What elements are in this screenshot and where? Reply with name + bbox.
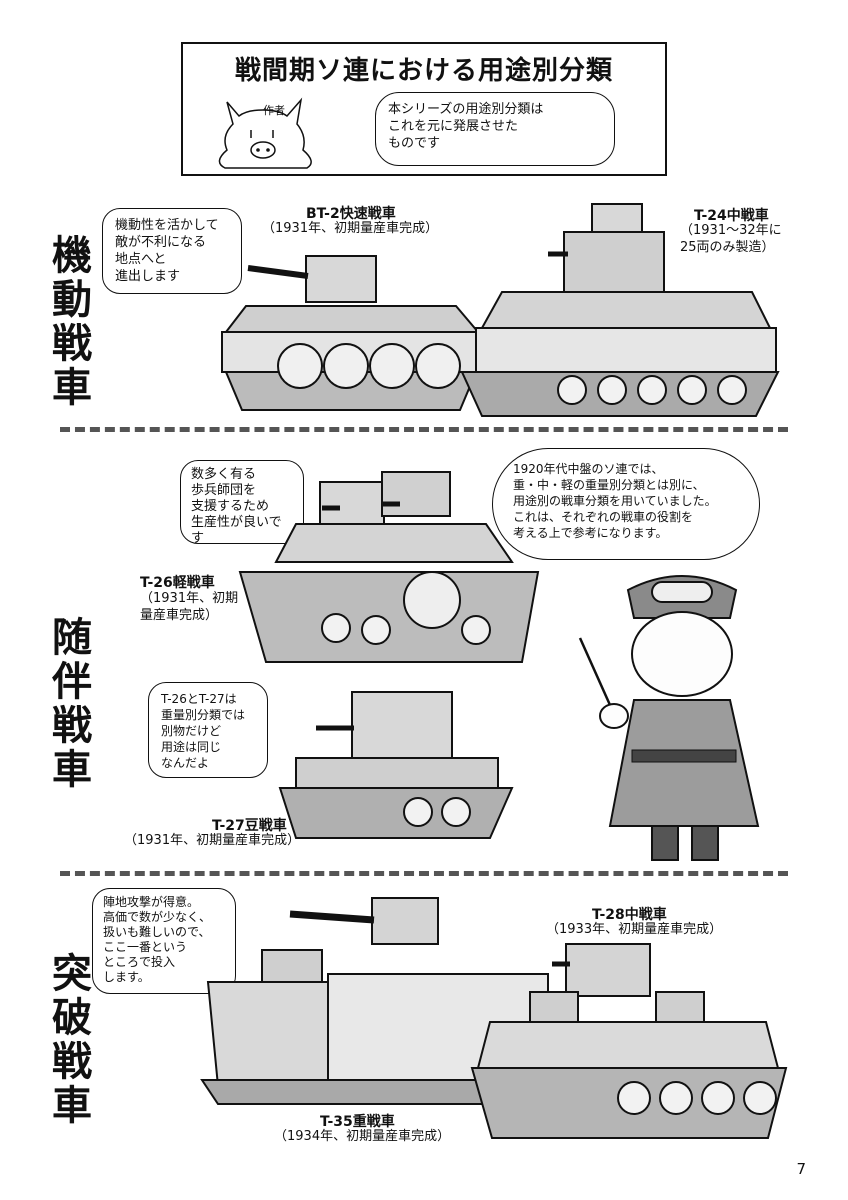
bt2-caption: （1931年、初期量産車完成） [262, 221, 439, 236]
t27-name: T-27豆戦車 [212, 818, 287, 834]
intro-speech-bubble: 本シリーズの用途別分類は これを元に発展させた ものです [375, 92, 615, 166]
t26-caption: （1931年、初期 量産車完成） [140, 591, 239, 623]
breakthrough-speech-bubble: 陣地攻撃が得意。 高価で数が少なく、 扱いも難しいので、 ここ一番という ところ… [92, 888, 236, 994]
t26-t27-speech-bubble: T-26とT-27は 重量別分類では 別物だけど 用途は同じ なんだよ [148, 682, 268, 778]
t28-tank-illustration [470, 943, 788, 1139]
t35-caption: （1934年、初期量産車完成） [274, 1129, 451, 1144]
t27-caption: （1931年、初期量産車完成） [124, 833, 301, 848]
section-label-escort: 随伴戦車 [45, 616, 91, 792]
page-title: 戦間期ソ連における用途別分類 [234, 56, 613, 86]
bt2-tank-illustration [221, 255, 485, 411]
boar-mascot-icon [218, 97, 312, 169]
section-divider-1 [60, 427, 788, 432]
t35-name: T-35重戦車 [320, 1114, 395, 1130]
t28-name: T-28中戦車 [592, 907, 667, 923]
title-box: 戦間期ソ連における用途別分類 作者 本シリーズの用途別分類は これを元に発展させ… [181, 42, 667, 176]
section-divider-2 [60, 871, 788, 876]
t28-caption: （1933年、初期量産車完成） [546, 922, 723, 937]
mobile-speech-bubble: 機動性を活かして 敵が不利になる 地点へと 進出します [102, 208, 242, 294]
infantry-support-speech-bubble: 数多く有る 歩兵師団を 支援するため 生産性が良いです [180, 460, 304, 546]
t26-tank-illustration [238, 471, 540, 663]
t27-tank-illustration [278, 691, 514, 839]
t24-name: T-24中戦車 [694, 208, 769, 224]
bt2-name: BT-2快速戦車 [306, 206, 396, 222]
t24-caption: （1931〜32年に 25両のみ製造） [680, 223, 782, 255]
t35-tank-illustration [200, 897, 556, 1105]
officer-speech-bubble: 1920年代中盤のソ連では、 重・中・軽の重量別分類とは別に、 用途別の戦車分類… [492, 448, 760, 560]
section-label-breakthrough: 突破戦車 [45, 952, 91, 1128]
mascot-label: 作者 [263, 104, 285, 117]
soviet-officer-character-illustration [578, 575, 760, 861]
section-label-mobile: 機動戦車 [45, 234, 91, 410]
t26-name: T-26軽戦車 [140, 575, 215, 591]
t24-tank-illustration [460, 203, 780, 417]
page-number: 7 [796, 1160, 806, 1178]
